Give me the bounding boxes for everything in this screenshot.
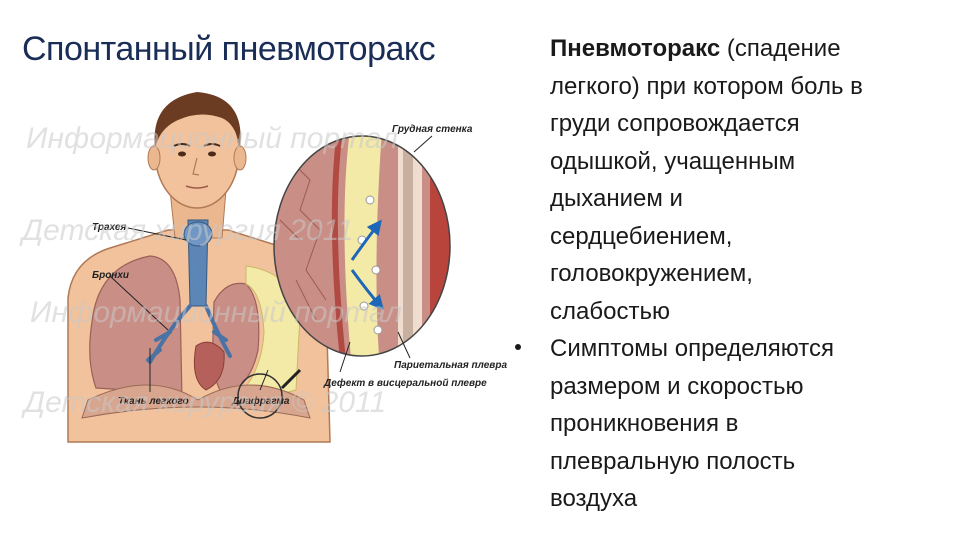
diaphragm [81,384,311,419]
label-trachea: Трахея [92,222,126,233]
watermark-line-3: Информационный портал [30,296,402,329]
air-arrow-up [350,219,382,261]
watermark-line-2: Детская хирургия 2011 [19,214,354,247]
bullet-icon [515,344,521,350]
label-bronchi: Бронхи [92,270,129,281]
heart [193,341,225,391]
bronchi [146,304,232,364]
air-arrow-down [350,269,384,311]
paragraph-symptoms: Симптомы определяются размером и скорост… [515,330,950,518]
watermark-line-4: Детская хирургия © 2011 [21,386,386,419]
slide-title: Спонтанный пневмоторакс [22,30,436,68]
zoom-view [274,136,450,356]
hair [154,92,241,148]
watermark-line-1: Информационный портал [26,122,398,155]
label-chest-wall: Грудная стенка [392,124,473,135]
paragraph-definition: Пневмоторакс (спадение легкого) при кото… [550,35,863,325]
anatomy-diagram: Грудная стенка Трахея Бронхи Париетальна… [19,92,507,443]
pneumothorax-illustration: Грудная стенка Трахея Бронхи Париетальна… [0,70,545,540]
label-visceral-defect: Дефект в висцеральной плевре [323,377,487,389]
label-parietal-pleura: Париетальная плевра [394,360,507,371]
term-pneumothorax: Пневмоторакс [550,35,721,62]
description-text: Пневмоторакс (спадение легкого) при кото… [515,30,950,518]
label-diaphragm: Диафрагма [231,395,290,407]
lung-right [89,255,183,401]
focus-marker [237,373,283,419]
label-lung-tissue: Ткань легкого [118,396,189,407]
